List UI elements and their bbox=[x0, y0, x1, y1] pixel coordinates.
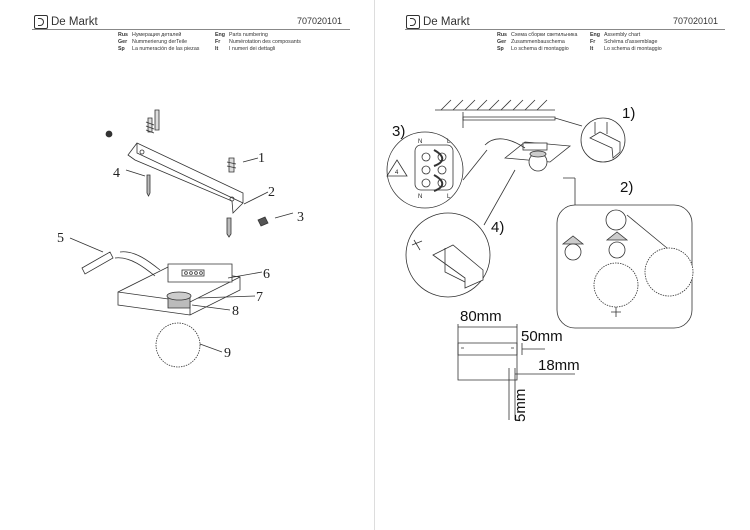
brand-name: De Markt bbox=[51, 16, 98, 28]
brand-logo-right: De Markt bbox=[406, 15, 470, 29]
screw-bottom bbox=[226, 217, 232, 238]
part-label-8: 8 bbox=[232, 304, 239, 319]
part-label-2: 2 bbox=[268, 185, 275, 200]
dowel-part-1 bbox=[226, 157, 237, 173]
lamp-arm bbox=[81, 251, 114, 275]
terminal-block bbox=[414, 144, 454, 192]
small-nut bbox=[105, 130, 113, 138]
step-label-4: 4) bbox=[491, 219, 504, 236]
glass-shade bbox=[155, 322, 201, 368]
terminal-label-n-bottom: N bbox=[418, 194, 422, 200]
product-code: 707020101 bbox=[673, 16, 719, 26]
warning-label: 4 bbox=[395, 170, 399, 176]
terminal-label-l-top: L bbox=[447, 139, 451, 145]
part-label-6: 6 bbox=[263, 267, 270, 282]
brand-name: De Markt bbox=[423, 16, 470, 28]
screw-top-left bbox=[145, 117, 155, 134]
warning-icon bbox=[386, 159, 408, 177]
dimension-depth: 50mm bbox=[521, 328, 563, 345]
logo-icon bbox=[406, 15, 420, 29]
nut-part-3 bbox=[257, 216, 269, 227]
dimension-offset: 18mm bbox=[538, 357, 580, 374]
dimension-thickness: 5mm bbox=[512, 389, 529, 422]
part-label-1: 1 bbox=[258, 151, 265, 166]
header-rule bbox=[32, 29, 350, 30]
part-label-3: 3 bbox=[297, 210, 304, 225]
part-label-5: 5 bbox=[57, 231, 64, 246]
brand-logo: De Markt bbox=[34, 15, 98, 29]
step-label-2: 2) bbox=[620, 179, 633, 196]
screw-part-4 bbox=[146, 174, 151, 197]
part-label-7: 7 bbox=[256, 290, 263, 305]
screw-top-right bbox=[154, 109, 160, 131]
parts-diagram: 1 4 2 3 5 6 7 8 9 bbox=[57, 109, 304, 368]
step-label-3: 3) bbox=[392, 123, 405, 140]
step-label-1: 1) bbox=[622, 105, 635, 122]
mounting-bracket bbox=[127, 142, 244, 214]
part-label-4: 4 bbox=[113, 166, 120, 181]
product-code: 707020101 bbox=[297, 16, 343, 26]
part-label-9: 9 bbox=[224, 346, 231, 361]
terminal-label-n-top: N bbox=[418, 139, 422, 145]
assembly-diagram: 1) 2) 3) 4) N L N L 4 80mm 50mm 18mm 5mm bbox=[386, 99, 694, 422]
header-rule bbox=[405, 29, 725, 30]
logo-icon bbox=[34, 15, 48, 29]
dimension-drawing bbox=[457, 324, 575, 420]
page-divider bbox=[374, 0, 375, 530]
terminal-label-l-bottom: L bbox=[447, 194, 451, 200]
dimension-width: 80mm bbox=[460, 308, 502, 325]
